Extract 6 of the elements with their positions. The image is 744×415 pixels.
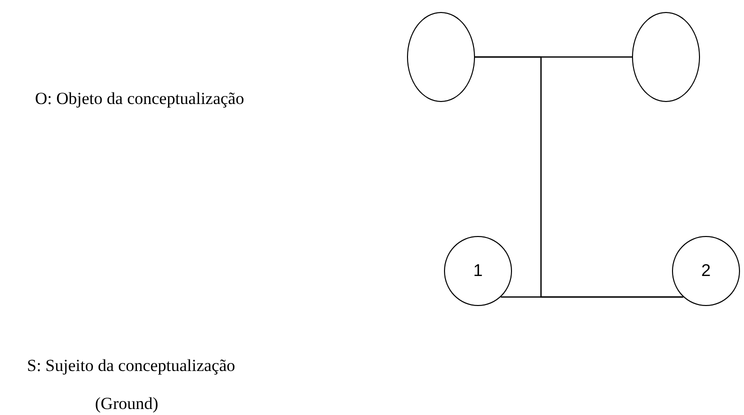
ellipse-node: 1	[444, 236, 512, 306]
ellipse-node: 2	[672, 236, 740, 306]
text-label: O: Objeto da conceptualização	[35, 88, 244, 110]
connector-line	[475, 56, 684, 298]
text-label: S: Sujeito da conceptualização	[27, 355, 236, 376]
text-label: (Ground)	[95, 393, 158, 414]
